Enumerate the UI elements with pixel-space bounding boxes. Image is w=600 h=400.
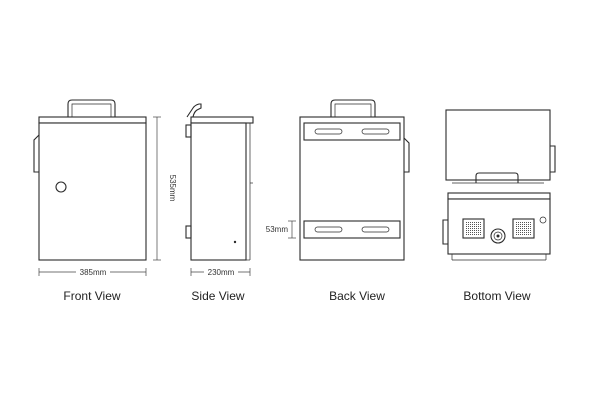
bottom-handle xyxy=(475,172,519,183)
front-lid xyxy=(38,116,147,124)
front-width-dim-text: 385mm xyxy=(80,268,107,277)
side-depth-dim-text: 230mm xyxy=(208,268,235,277)
bottom-upper-hinge-tab xyxy=(550,145,556,173)
side-body xyxy=(190,122,247,261)
back-hinge-tab xyxy=(403,137,410,173)
bottom-lower-hinge-tab xyxy=(442,219,448,245)
side-indicator-dot xyxy=(233,240,237,244)
front-body xyxy=(38,122,147,261)
back-rail-bottom-slot-left xyxy=(314,226,343,233)
back-rail-bottom xyxy=(303,220,401,239)
bottom-upper-body xyxy=(445,109,551,181)
back-view-label: Back View xyxy=(329,289,385,303)
front-hinge-tab xyxy=(33,134,40,173)
side-bracket-bottom xyxy=(185,225,192,239)
back-handle-inner xyxy=(334,103,372,117)
back-spacing-dim-text: 53mm xyxy=(266,225,289,234)
bottom-connector-icon xyxy=(490,228,506,244)
side-handle xyxy=(186,103,202,118)
bottom-view xyxy=(442,109,556,261)
back-view: 53mm xyxy=(266,99,410,261)
front-view: 535mm 385mm xyxy=(33,99,177,277)
bottom-connector-center xyxy=(496,234,500,238)
back-rail-top-slot-left xyxy=(314,128,343,135)
side-view-label: Side View xyxy=(191,289,245,303)
side-lid xyxy=(190,116,254,124)
back-rail-top-slot-right xyxy=(361,128,390,135)
front-width-dim-bg xyxy=(76,266,110,277)
front-lock-icon xyxy=(55,181,67,193)
bottom-screw-icon xyxy=(539,216,547,224)
bottom-lower-lid xyxy=(447,192,551,200)
side-bracket-top xyxy=(185,124,192,138)
bottom-vent-left-grille xyxy=(465,221,482,236)
front-height-dim-text: 535mm xyxy=(168,175,177,202)
bottom-view-label: Bottom View xyxy=(463,289,531,303)
front-handle-inner xyxy=(71,103,112,117)
bottom-vent-right-grille xyxy=(515,221,532,236)
front-handle xyxy=(67,99,116,117)
bottom-vent-right xyxy=(512,218,535,239)
side-depth-dim-bg xyxy=(204,266,238,277)
back-handle xyxy=(330,99,376,117)
back-rail-top xyxy=(303,122,401,141)
back-body xyxy=(299,116,405,261)
front-view-label: Front View xyxy=(63,289,121,303)
bottom-vent-left xyxy=(462,218,485,239)
bottom-connector-inner xyxy=(493,231,503,241)
side-view: 230mm xyxy=(185,103,254,277)
back-rail-bottom-slot-right xyxy=(361,226,390,233)
